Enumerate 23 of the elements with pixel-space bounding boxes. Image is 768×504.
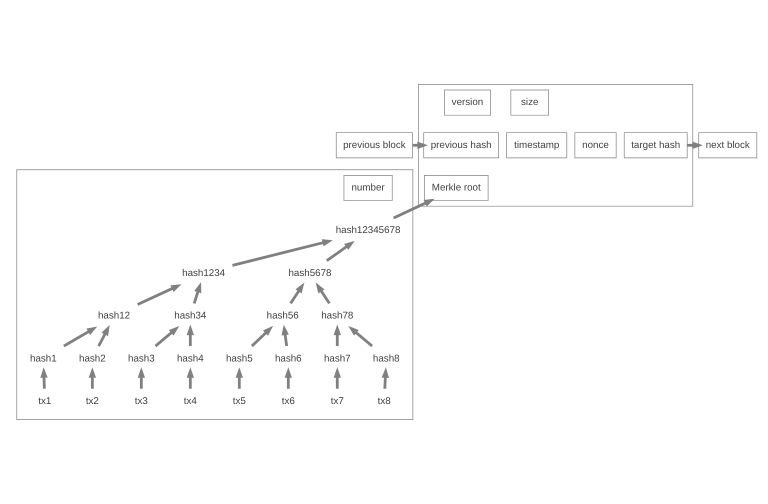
node-text: tx3: [134, 396, 148, 407]
node-text: hash2: [79, 353, 106, 364]
node-text: tx5: [232, 396, 246, 407]
node-text: hash1234: [182, 268, 226, 279]
node-text: tx6: [282, 396, 295, 407]
node-text: hash5: [226, 353, 253, 364]
node-text: tx4: [184, 396, 197, 407]
node-text: hash6: [274, 353, 302, 364]
node-text: hash5678: [288, 268, 332, 279]
node-text: tx1: [38, 396, 52, 407]
node-text: hash7: [324, 353, 351, 364]
node-text: hash12345678: [336, 225, 400, 236]
node-text: hash56: [266, 310, 299, 322]
node-text: tx7: [330, 396, 344, 407]
node-text: hash34: [174, 310, 206, 322]
node-text: hash12: [98, 310, 130, 322]
node-text: hash4: [177, 353, 204, 364]
node-text: hash3: [128, 353, 155, 364]
node-text: hash1: [30, 353, 57, 364]
node-text: hash78: [321, 310, 354, 322]
node-text: hash8: [372, 353, 400, 364]
node-text: tx8: [378, 396, 391, 407]
node-text: tx2: [86, 396, 99, 407]
